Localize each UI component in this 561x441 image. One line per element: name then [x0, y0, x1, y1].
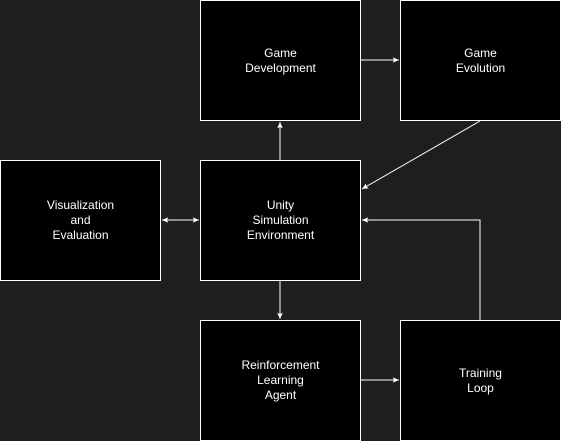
node-unity-simulation-environment-label: Unity Simulation Environment — [246, 198, 315, 242]
node-training-loop[interactable]: Training Loop — [400, 320, 561, 441]
node-game-development[interactable]: Game Development — [200, 0, 361, 121]
node-game-evolution-label: Game Evolution — [455, 45, 506, 75]
node-game-evolution[interactable]: Game Evolution — [400, 0, 561, 121]
node-reinforcement-learning-agent[interactable]: Reinforcement Learning Agent — [200, 320, 361, 441]
node-training-loop-label: Training Loop — [459, 365, 502, 395]
edge-training-loop-to-unity — [362, 217, 481, 320]
node-unity-simulation-environment[interactable]: Unity Simulation Environment — [200, 160, 361, 281]
node-visualization-evaluation-label: Visualization and Evaluation — [46, 198, 115, 242]
edge-game-evolution-to-unity — [361, 120, 481, 190]
node-reinforcement-learning-agent-label: Reinforcement Learning Agent — [241, 358, 320, 402]
node-game-development-label: Game Development — [245, 45, 316, 75]
node-visualization-evaluation[interactable]: Visualization and Evaluation — [0, 160, 161, 281]
